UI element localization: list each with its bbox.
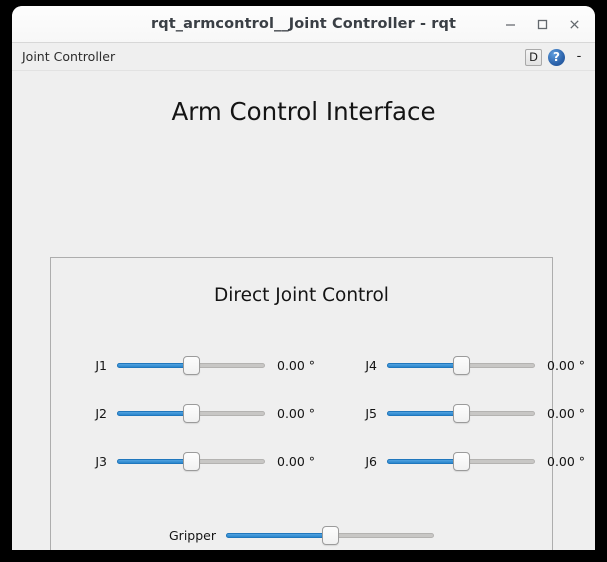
slider-handle[interactable]: [182, 452, 200, 471]
joint-label: J2: [95, 405, 107, 421]
joint-label: J1: [95, 357, 107, 373]
slider-handle[interactable]: [182, 356, 200, 375]
slider-handle[interactable]: [452, 404, 470, 423]
close-icon[interactable]: [559, 9, 589, 39]
joint-slider-grid: J1 0.00 ° J4 0.00 ° J2 0.00 ° J5 0.00 ° J3 0.00 °…: [51, 352, 585, 474]
slider-fill: [117, 459, 191, 464]
dock-minimize-button[interactable]: -: [576, 49, 582, 64]
slider-fill: [117, 411, 191, 416]
dock-widget-title: Joint Controller: [22, 49, 116, 64]
slider-fill: [387, 411, 461, 416]
slider-handle[interactable]: [321, 526, 339, 545]
page-title: Arm Control Interface: [171, 97, 436, 126]
joint-value: 0.00 °: [547, 453, 586, 469]
main-content: Arm Control Interface Direct Joint Contr…: [12, 97, 595, 550]
slider-handle[interactable]: [182, 404, 200, 423]
joint-row: J2 0.00 °: [51, 400, 321, 426]
slider-handle[interactable]: [452, 356, 470, 375]
window-titlebar[interactable]: rqt_armcontrol__Joint Controller - rqt: [12, 6, 595, 43]
joint-slider[interactable]: [117, 354, 265, 376]
joint-value: 0.00 °: [277, 405, 316, 421]
application-window: rqt_armcontrol__Joint Controller - rqt J…: [12, 6, 595, 550]
joint-row: J3 0.00 °: [51, 448, 321, 474]
joint-slider[interactable]: [387, 402, 535, 424]
gripper-label: Gripper: [169, 527, 216, 543]
dock-widget-header: Joint Controller D ? - O: [12, 43, 595, 71]
joint-value: 0.00 °: [277, 453, 316, 469]
joint-slider[interactable]: [117, 402, 265, 424]
dock-detach-button[interactable]: D: [525, 48, 542, 66]
joint-slider[interactable]: [117, 450, 265, 472]
joint-label: J6: [365, 453, 377, 469]
joint-value: 0.00 °: [547, 357, 586, 373]
joint-row: J5 0.00 °: [321, 400, 591, 426]
joint-label: J5: [365, 405, 377, 421]
joint-label: J4: [365, 357, 377, 373]
help-icon[interactable]: ?: [548, 48, 565, 66]
joint-row: J1 0.00 °: [51, 352, 321, 378]
slider-handle[interactable]: [452, 452, 470, 471]
maximize-icon[interactable]: [527, 9, 557, 39]
group-title: Direct Joint Control: [214, 285, 389, 306]
window-controls: [495, 6, 589, 42]
direct-joint-control-group: Direct Joint Control J1 0.00 ° J4 0.00 ° J2 0…: [50, 257, 585, 550]
joint-value: 0.00 °: [547, 405, 586, 421]
joint-slider[interactable]: [387, 450, 535, 472]
dock-widget-buttons: D ? - O: [525, 43, 595, 71]
dock-close-button[interactable]: O: [593, 49, 595, 66]
gripper-slider[interactable]: [226, 524, 434, 546]
slider-fill: [387, 363, 461, 368]
slider-fill: [226, 533, 330, 538]
minimize-icon[interactable]: [495, 9, 525, 39]
slider-fill: [387, 459, 461, 464]
joint-slider[interactable]: [387, 354, 535, 376]
joint-row: J4 0.00 °: [321, 352, 591, 378]
joint-label: J3: [95, 453, 107, 469]
slider-fill: [117, 363, 191, 368]
gripper-row: Gripper: [51, 524, 552, 546]
joint-row: J6 0.00 °: [321, 448, 591, 474]
joint-value: 0.00 °: [277, 357, 316, 373]
window-title: rqt_armcontrol__Joint Controller - rqt: [150, 16, 457, 32]
